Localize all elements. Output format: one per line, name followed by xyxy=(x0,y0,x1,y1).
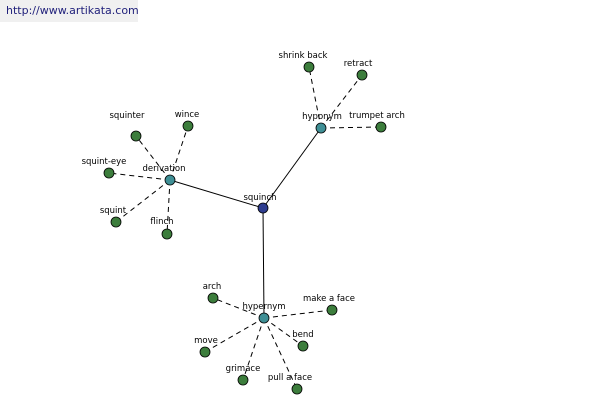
relation-node-derivation[interactable]: derivation xyxy=(142,164,186,186)
word-node-make-a-face[interactable]: make a face xyxy=(303,294,355,316)
edge-derivation-squinter xyxy=(135,135,171,181)
word-node-shrink-back-label: shrink back xyxy=(279,51,328,61)
edge-root-hypernym xyxy=(262,207,265,319)
edge-derivation-squint-eye xyxy=(108,172,171,181)
root-node-squinch-label: squinch xyxy=(243,193,276,203)
relation-node-hypernym-dot[interactable] xyxy=(258,312,270,324)
edge-hyponym-trumpet-arch xyxy=(320,126,382,129)
word-node-grimace-dot[interactable] xyxy=(237,374,249,386)
word-node-retract-label: retract xyxy=(344,59,373,69)
watermark-url: http://www.artikata.com xyxy=(0,0,139,22)
edge-hypernym-pull-a-face xyxy=(263,317,298,390)
relation-node-hypernym[interactable]: hypernym xyxy=(242,302,286,324)
edge-hyponym-retract xyxy=(320,74,363,129)
nodes-layer: squinter wince squint-eye squint flinch deriv… xyxy=(82,51,405,395)
word-node-squint-dot[interactable] xyxy=(110,216,122,228)
edge-root-derivation xyxy=(169,179,264,209)
word-node-make-a-face-dot[interactable] xyxy=(326,304,338,316)
relation-node-hypernym-label: hypernym xyxy=(242,302,285,312)
word-node-bend[interactable]: bend xyxy=(292,330,314,352)
root-node-squinch-dot[interactable] xyxy=(257,202,269,214)
edge-derivation-flinch xyxy=(166,179,171,235)
word-node-arch-dot[interactable] xyxy=(207,292,219,304)
edge-hypernym-grimace xyxy=(242,317,265,381)
word-node-move-dot[interactable] xyxy=(199,346,211,358)
relation-node-hyponym-dot[interactable] xyxy=(315,122,327,134)
word-node-squinter-label: squinter xyxy=(109,111,145,121)
word-node-make-a-face-label: make a face xyxy=(303,294,355,304)
word-node-trumpet-arch-dot[interactable] xyxy=(375,121,387,133)
edge-hypernym-bend xyxy=(263,317,304,347)
word-node-retract-dot[interactable] xyxy=(356,69,368,81)
relation-node-derivation-dot[interactable] xyxy=(164,174,176,186)
word-node-flinch-label: flinch xyxy=(150,217,173,227)
relation-node-hyponym[interactable]: hyponym xyxy=(302,112,342,134)
edge-derivation-wince xyxy=(169,125,189,181)
word-node-flinch[interactable]: flinch xyxy=(150,217,174,240)
edge-hypernym-arch xyxy=(212,297,265,319)
word-node-pull-a-face-label: pull a face xyxy=(268,373,312,383)
word-node-move[interactable]: move xyxy=(194,336,218,358)
root-node-squinch[interactable]: squinch xyxy=(243,193,277,214)
word-node-wince-label: wince xyxy=(175,110,200,120)
edge-derivation-squint xyxy=(115,179,171,223)
word-node-wince[interactable]: wince xyxy=(175,110,200,132)
word-node-squint-eye-dot[interactable] xyxy=(103,167,115,179)
word-node-bend-label: bend xyxy=(292,330,313,340)
word-node-shrink-back[interactable]: shrink back xyxy=(279,51,328,73)
word-node-arch[interactable]: arch xyxy=(203,282,222,304)
word-node-bend-dot[interactable] xyxy=(297,340,309,352)
word-node-squint-eye-label: squint-eye xyxy=(82,157,127,167)
word-node-pull-a-face[interactable]: pull a face xyxy=(268,373,312,395)
relation-node-derivation-label: derivation xyxy=(142,164,185,174)
word-node-arch-label: arch xyxy=(203,282,222,292)
word-node-move-label: move xyxy=(194,336,218,346)
edge-root-hyponym xyxy=(262,127,322,209)
word-node-retract[interactable]: retract xyxy=(344,59,373,81)
word-node-wince-dot[interactable] xyxy=(182,120,194,132)
word-node-shrink-back-dot[interactable] xyxy=(303,61,315,73)
word-node-trumpet-arch[interactable]: trumpet arch xyxy=(349,111,405,133)
edge-hypernym-move xyxy=(204,317,265,353)
edge-hyponym-shrink-back xyxy=(308,66,322,129)
word-node-squint-eye[interactable]: squint-eye xyxy=(82,157,127,179)
word-node-squint-label: squint xyxy=(100,206,127,216)
relation-node-hyponym-label: hyponym xyxy=(302,112,342,122)
edges-layer xyxy=(108,66,382,390)
word-node-grimace[interactable]: grimace xyxy=(226,364,261,386)
edge-hypernym-make-a-face xyxy=(263,309,333,319)
word-node-trumpet-arch-label: trumpet arch xyxy=(349,111,405,121)
word-node-squinter[interactable]: squinter xyxy=(109,111,145,142)
word-node-squint[interactable]: squint xyxy=(100,206,127,228)
word-node-squinter-dot[interactable] xyxy=(130,130,142,142)
word-node-pull-a-face-dot[interactable] xyxy=(291,383,303,395)
word-node-flinch-dot[interactable] xyxy=(161,228,173,240)
word-node-grimace-label: grimace xyxy=(226,364,261,374)
